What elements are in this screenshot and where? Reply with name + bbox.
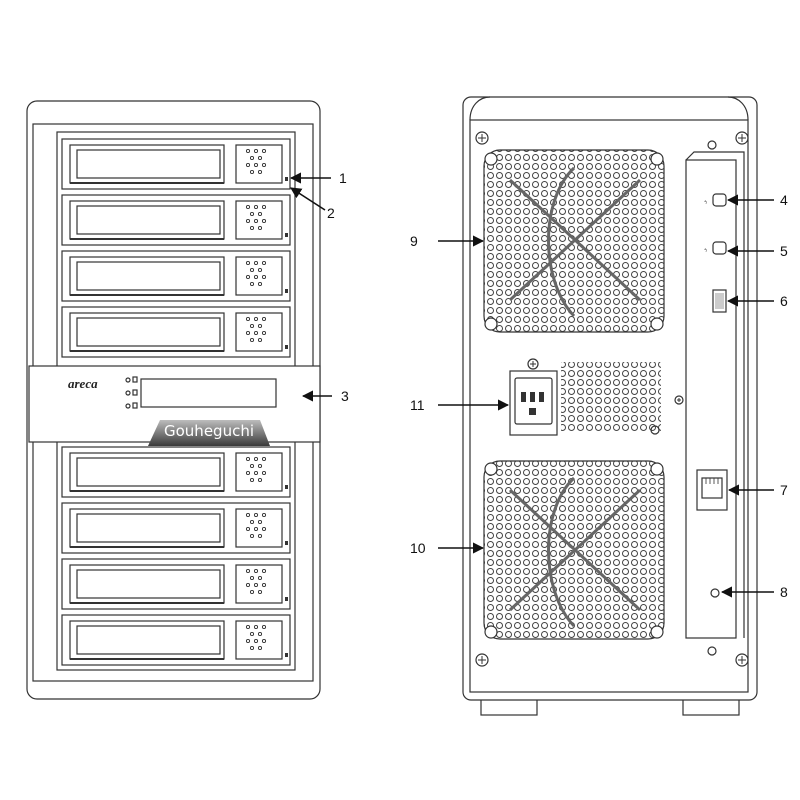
svg-text:ϟ: ϟ: [704, 200, 707, 206]
drive-latch-icon: [235, 452, 283, 492]
screw-icon: [735, 653, 749, 667]
fan-bottom: [483, 460, 665, 640]
callout-arrows: [289, 172, 774, 598]
drive-latch-icon: [235, 144, 283, 184]
panel-button-icon: [132, 389, 138, 396]
drive-led-icon: [285, 289, 288, 293]
callout-1: 1: [339, 170, 347, 186]
callout-labels: 1 2 3 4 5 6 7 8 9 10 11: [327, 170, 788, 600]
drive-bay: [61, 446, 291, 498]
callout-9: 9: [410, 233, 418, 249]
callout-2: 2: [327, 205, 335, 221]
drive-led-icon: [285, 233, 288, 237]
callout-6: 6: [780, 293, 788, 309]
panel-button-icon: [132, 402, 138, 409]
drive-tray: [61, 614, 291, 666]
thunderbolt-port-1-icon: [712, 193, 727, 207]
drive-latch-icon: [235, 256, 283, 296]
expansion-port-icon: [712, 289, 727, 313]
drive-bay: [61, 502, 291, 554]
corner-screws: [475, 131, 749, 667]
drive-latch-icon: [235, 508, 283, 548]
callout-3: 3: [341, 388, 349, 404]
callout-4: 4: [780, 192, 788, 208]
drive-latch-icon: [235, 312, 283, 352]
drive-led-icon: [285, 653, 288, 657]
rear-view: ϟ ϟ: [462, 96, 758, 716]
power-vent: [561, 362, 661, 432]
drive-latch-icon: [235, 200, 283, 240]
fan-top: [483, 149, 665, 333]
watermark-text: Gouheguchi: [164, 422, 254, 440]
drive-tray: [61, 306, 291, 358]
drive-bays: [61, 138, 291, 666]
drive-bay: [61, 194, 291, 246]
screw-icon: [735, 131, 749, 145]
drive-bay: [61, 614, 291, 666]
callout-8: 8: [780, 584, 788, 600]
callout-10: 10: [410, 540, 426, 556]
callout-7: 7: [780, 482, 788, 498]
lcd-display: [140, 378, 277, 408]
drive-led-icon: [285, 597, 288, 601]
svg-text:ϟ: ϟ: [704, 248, 707, 254]
drive-led-icon: [285, 485, 288, 489]
drive-led-icon: [285, 177, 288, 181]
drive-latch-icon: [235, 564, 283, 604]
callout-11: 11: [410, 397, 425, 413]
drive-tray: [61, 250, 291, 302]
io-card-plate: [685, 159, 737, 639]
drive-tray: [61, 502, 291, 554]
drive-led-icon: [285, 345, 288, 349]
drive-bay: [61, 306, 291, 358]
status-leds: [125, 377, 131, 409]
drive-latch-icon: [235, 620, 283, 660]
panel-buttons: [132, 376, 138, 409]
drive-tray: [61, 558, 291, 610]
arrow-2: [290, 187, 326, 211]
drive-led-icon: [285, 541, 288, 545]
drive-tray: [61, 194, 291, 246]
led-icon: [125, 377, 131, 383]
drive-tray: [61, 138, 291, 190]
screw-icon: [475, 131, 489, 145]
drive-bay: [61, 558, 291, 610]
callout-5: 5: [780, 243, 788, 259]
brand-logo: areca: [68, 376, 98, 391]
drive-bay: [61, 250, 291, 302]
drive-tray: [61, 446, 291, 498]
ethernet-port-icon: [696, 469, 728, 511]
led-icon: [125, 403, 131, 409]
rear-panel-inner: [469, 119, 749, 693]
panel-button-icon: [132, 376, 138, 383]
drive-bay: [61, 138, 291, 190]
power-section: [509, 358, 684, 436]
io-card: ϟ ϟ: [685, 140, 745, 656]
reset-button-icon: [710, 588, 720, 598]
led-icon: [125, 390, 131, 396]
watermark: Gouheguchi: [148, 420, 270, 446]
screw-icon: [475, 653, 489, 667]
thunderbolt-port-2-icon: [712, 241, 727, 255]
front-view: areca Gouheguchi: [26, 100, 321, 700]
